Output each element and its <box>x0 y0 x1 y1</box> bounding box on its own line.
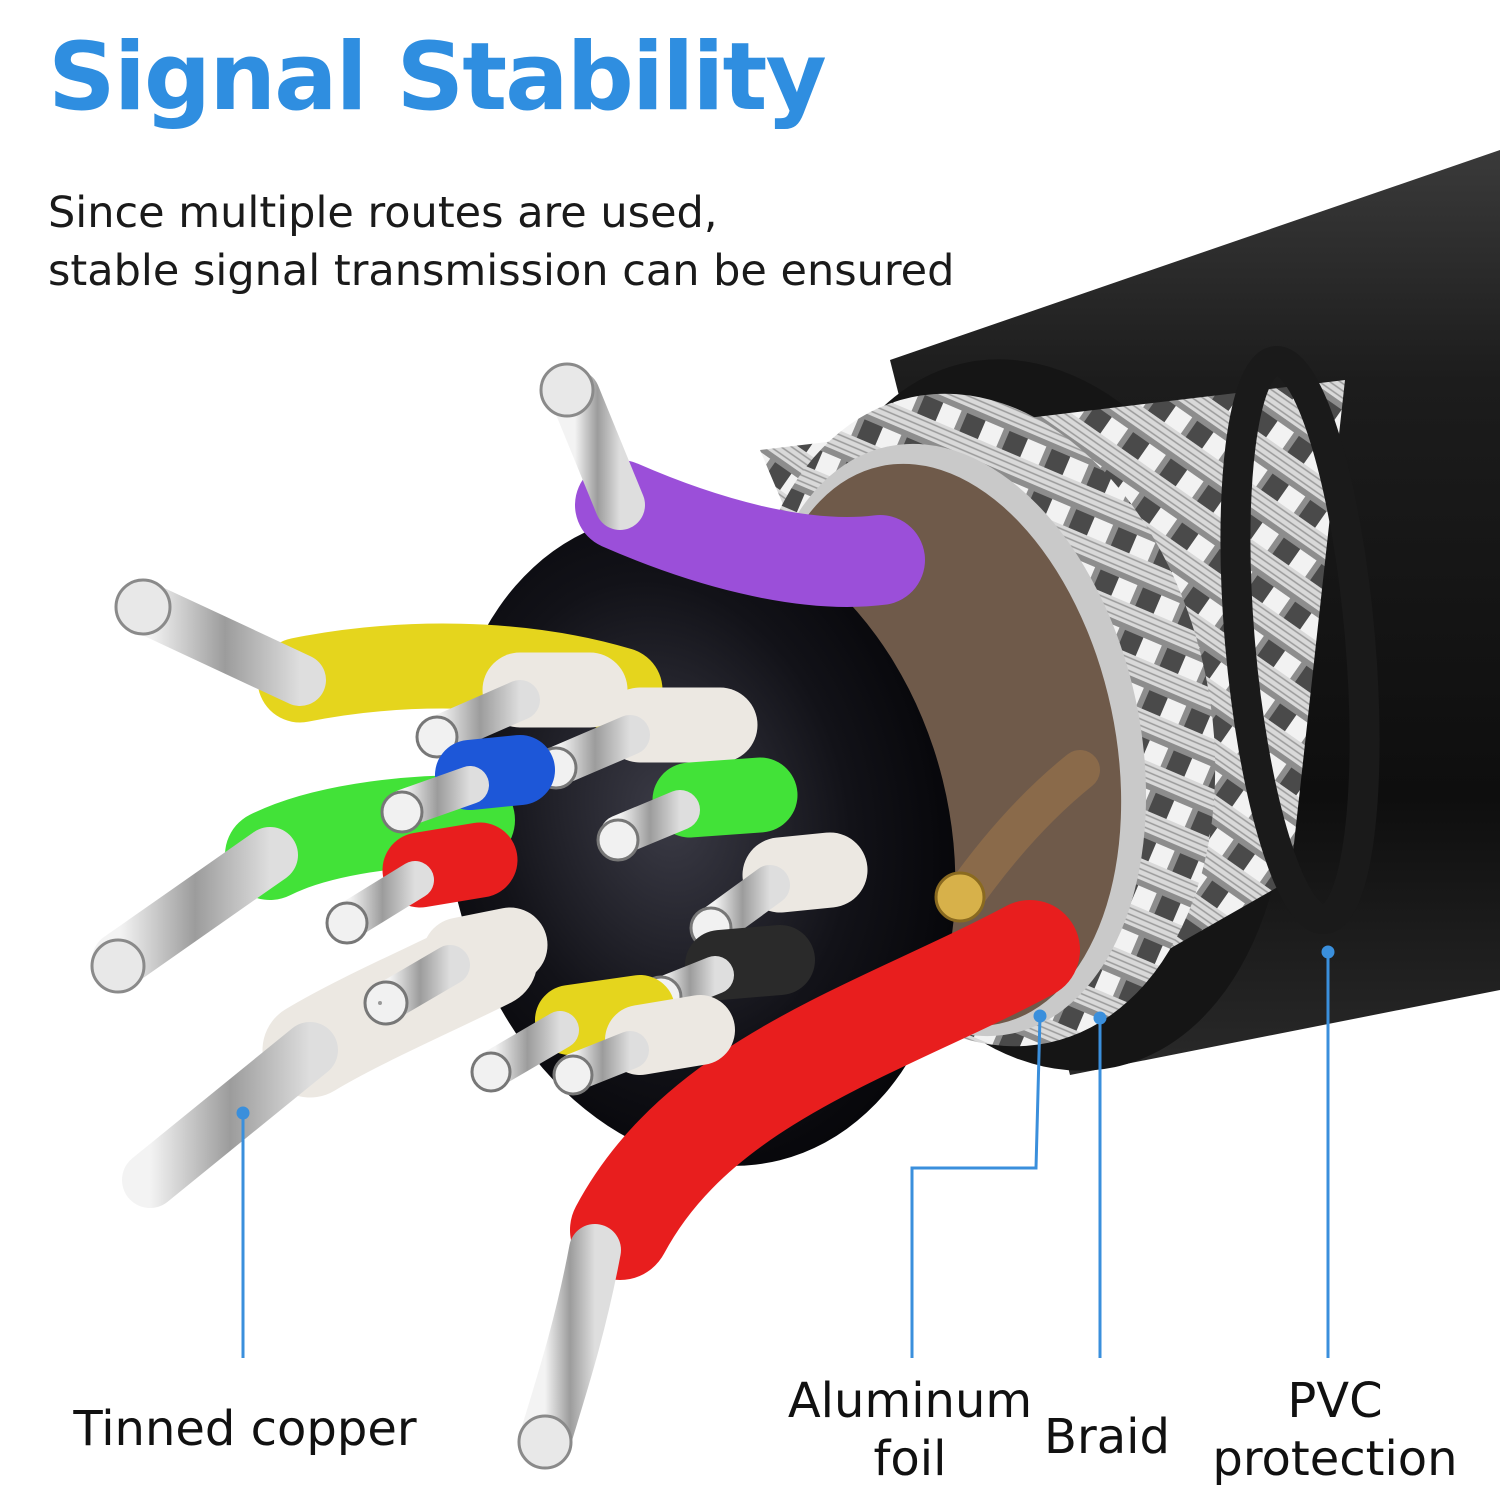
drain-wire <box>934 750 1100 923</box>
label-braid: Braid <box>1042 1408 1172 1466</box>
leader-aluminum-foil <box>910 1009 1047 1358</box>
label-tinned-copper: Tinned copper <box>60 1400 430 1458</box>
insulated-conductors <box>90 362 1080 1470</box>
label-pvc-protection-line-2: protection <box>1212 1431 1458 1487</box>
label-braid-text: Braid <box>1044 1409 1170 1465</box>
subtitle-line-1: Since multiple routes are used, <box>48 188 718 238</box>
page-title: Signal Stability <box>48 23 827 132</box>
label-tinned-copper-text: Tinned copper <box>73 1401 417 1457</box>
subtitle: Since multiple routes are used, stable s… <box>48 184 954 300</box>
leader-pvc-protection <box>1321 945 1335 1358</box>
label-aluminum-foil-line-1: Aluminum <box>787 1373 1033 1429</box>
leader-lines <box>236 945 1335 1358</box>
leader-braid <box>1093 1011 1107 1358</box>
label-aluminum-foil-line-2: foil <box>873 1431 947 1487</box>
label-aluminum-foil: Aluminum foil <box>785 1372 1035 1488</box>
subtitle-line-2: stable signal transmission can be ensure… <box>48 246 955 296</box>
leader-tinned-copper <box>236 1106 250 1358</box>
label-pvc-protection: PVC protection <box>1200 1372 1470 1488</box>
label-pvc-protection-line-1: PVC <box>1287 1373 1383 1429</box>
